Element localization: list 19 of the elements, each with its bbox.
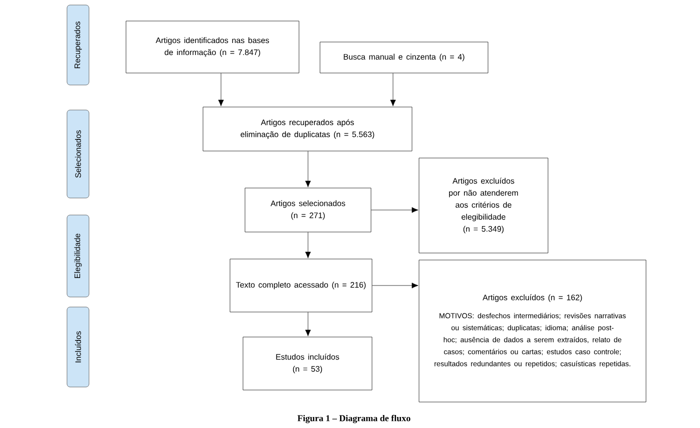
figure-caption: Figura 1 – Diagrama de fluxo — [298, 414, 410, 424]
arrow — [390, 73, 396, 106]
stage-tab: Incluídos — [66, 306, 90, 388]
arrow — [218, 73, 224, 106]
process-box: Artigos selecionados (n = 271) — [244, 188, 372, 232]
stage-tab: Elegibilidade — [66, 214, 90, 298]
process-box: Estudos incluídos (n = 53) — [242, 336, 372, 390]
process-box: Artigos recuperados após eliminação de duplicatas (n = 5.563) — [202, 106, 412, 152]
process-box: Artigos excluídos por não atenderem aos critérios de elegibilidade (n = 5.349) — [418, 158, 548, 254]
arrow — [305, 312, 311, 336]
arrow — [371, 207, 418, 213]
process-box: Busca manual e cinzenta (n = 4) — [320, 42, 488, 74]
arrow — [305, 232, 311, 258]
process-box: Artigos identificados nas bases de informação (n = 7.847) — [126, 20, 300, 74]
stage-tab: Selecionados — [66, 110, 90, 198]
stage-tab: Recuperados — [66, 4, 90, 86]
process-box: Texto completo acessado (n = 216) — [230, 258, 372, 312]
arrow — [372, 282, 418, 288]
arrow — [305, 151, 311, 188]
